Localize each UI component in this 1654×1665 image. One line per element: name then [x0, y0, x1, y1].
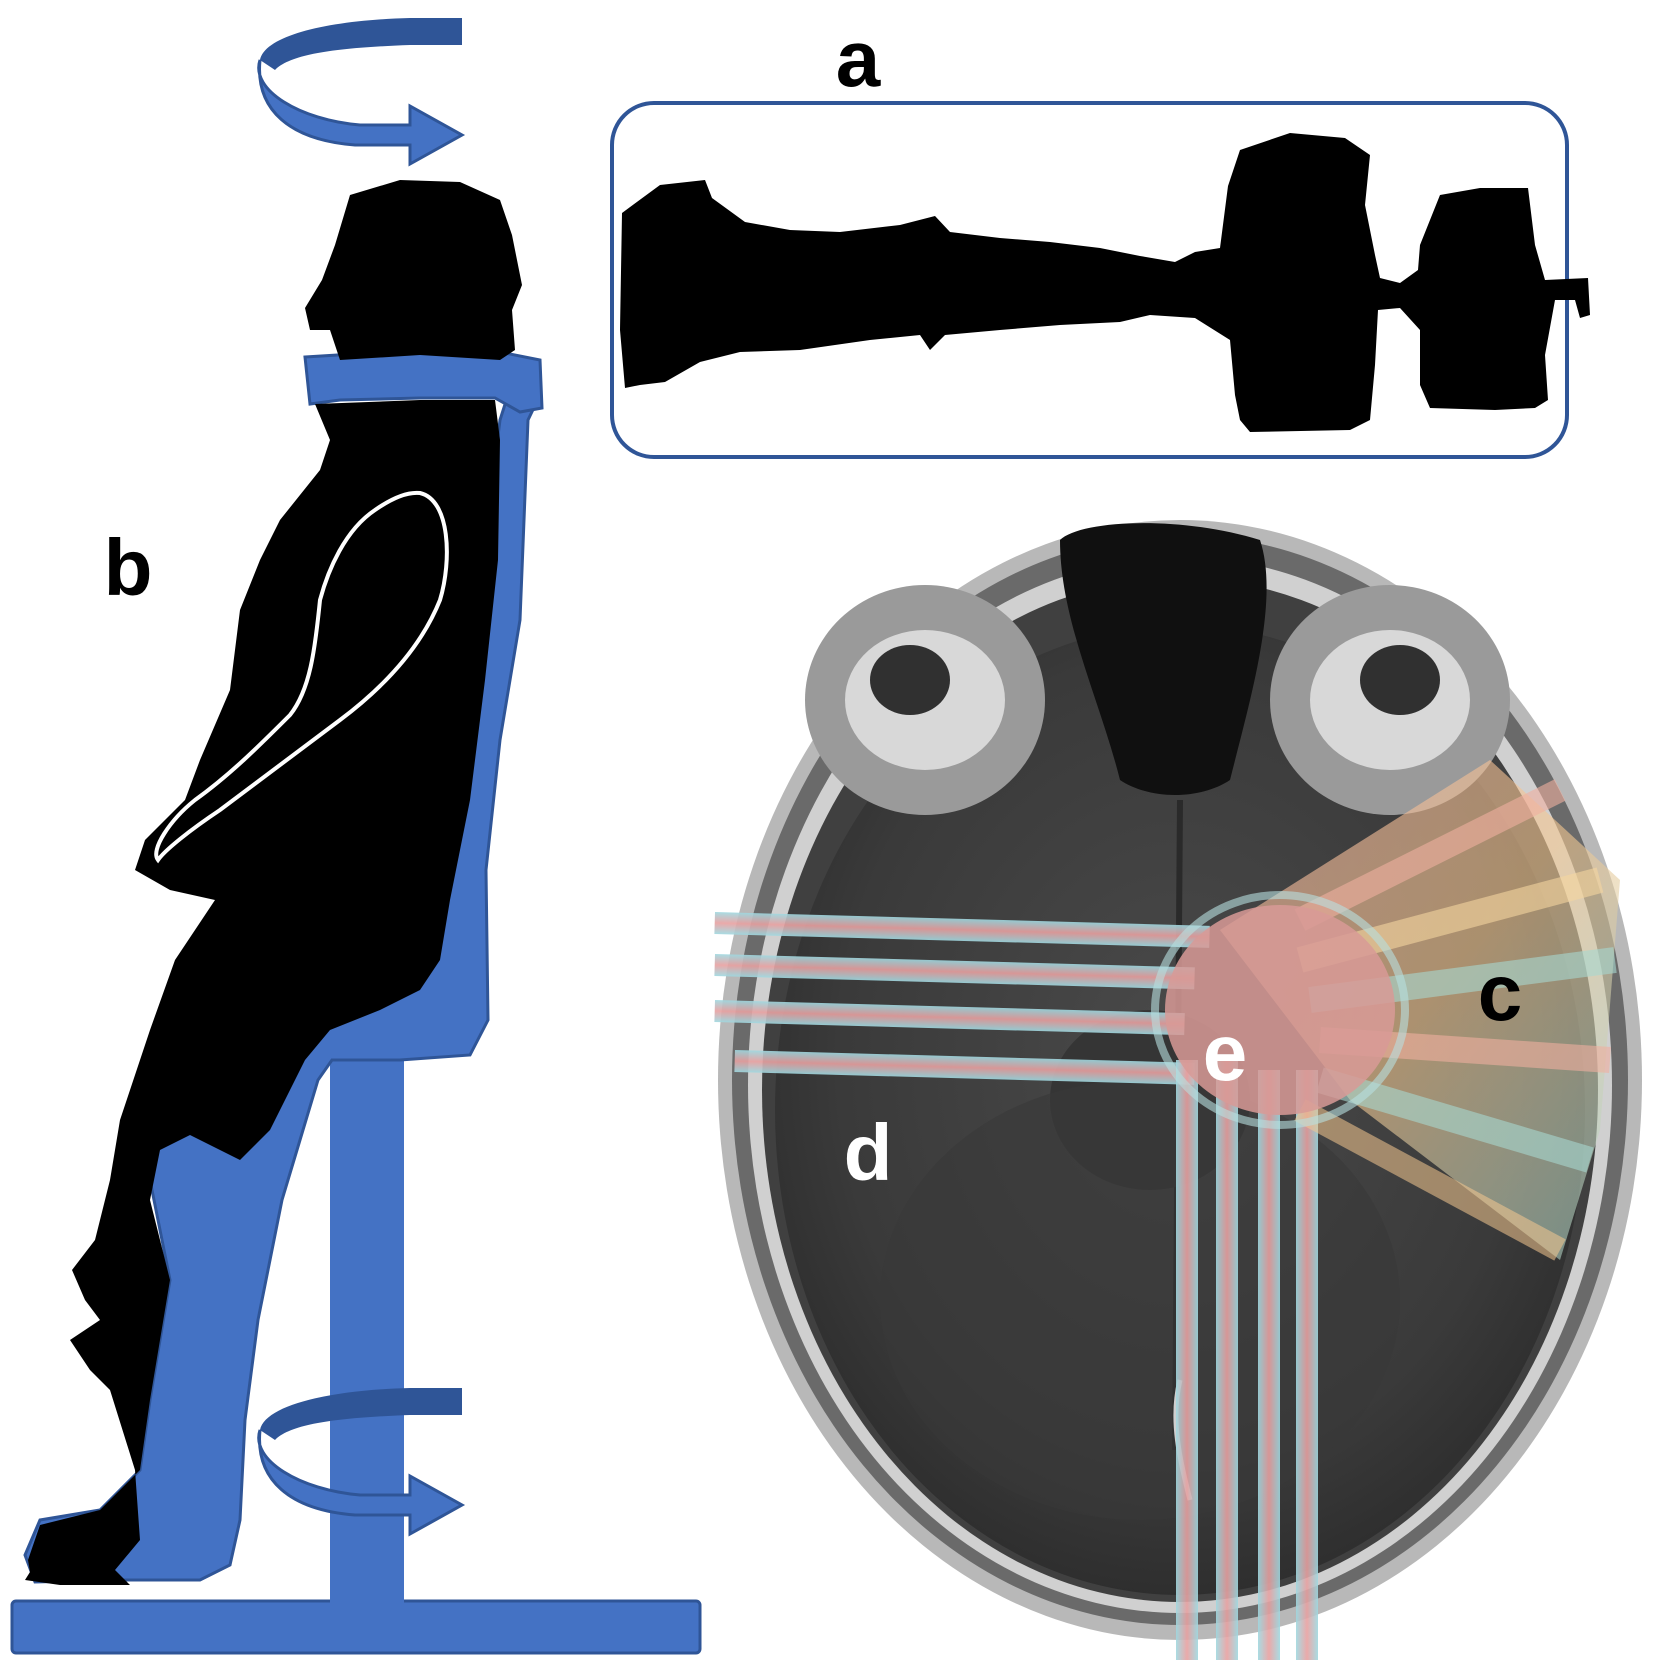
posterior-beam: [1216, 1060, 1238, 1660]
panel-b-label: b: [104, 523, 153, 612]
mri-panel: c d e: [714, 520, 1642, 1660]
lateral-beam: [714, 954, 1195, 990]
posterior-beam: [1296, 1070, 1318, 1660]
rotation-arrow-icon: [257, 1388, 466, 1537]
panel-a-profile-silhouette: [620, 133, 1590, 432]
lateral-beam: [734, 1050, 1195, 1085]
panel-a: a: [610, 14, 1590, 459]
panel-a-label: a: [836, 14, 881, 103]
panel-c-label: c: [1478, 948, 1523, 1037]
posterior-beam: [1176, 1060, 1198, 1660]
target-volume: [1165, 905, 1395, 1115]
lateral-beam: [714, 911, 1210, 948]
lateral-beam: [714, 1000, 1185, 1036]
base-platform: [10, 1599, 702, 1655]
panel-b: b: [10, 18, 702, 1655]
posterior-beam: [1258, 1070, 1280, 1660]
lateral-beams: [714, 911, 1210, 1085]
rotation-arrow-icon: [257, 18, 466, 167]
panel-e-label: e: [1203, 1008, 1248, 1097]
panel-d-label: d: [844, 1108, 893, 1197]
support-post: [330, 1040, 404, 1605]
arm-outline: [154, 490, 449, 864]
posterior-beams: [1176, 1060, 1318, 1660]
patient-silhouette: [25, 180, 522, 1585]
